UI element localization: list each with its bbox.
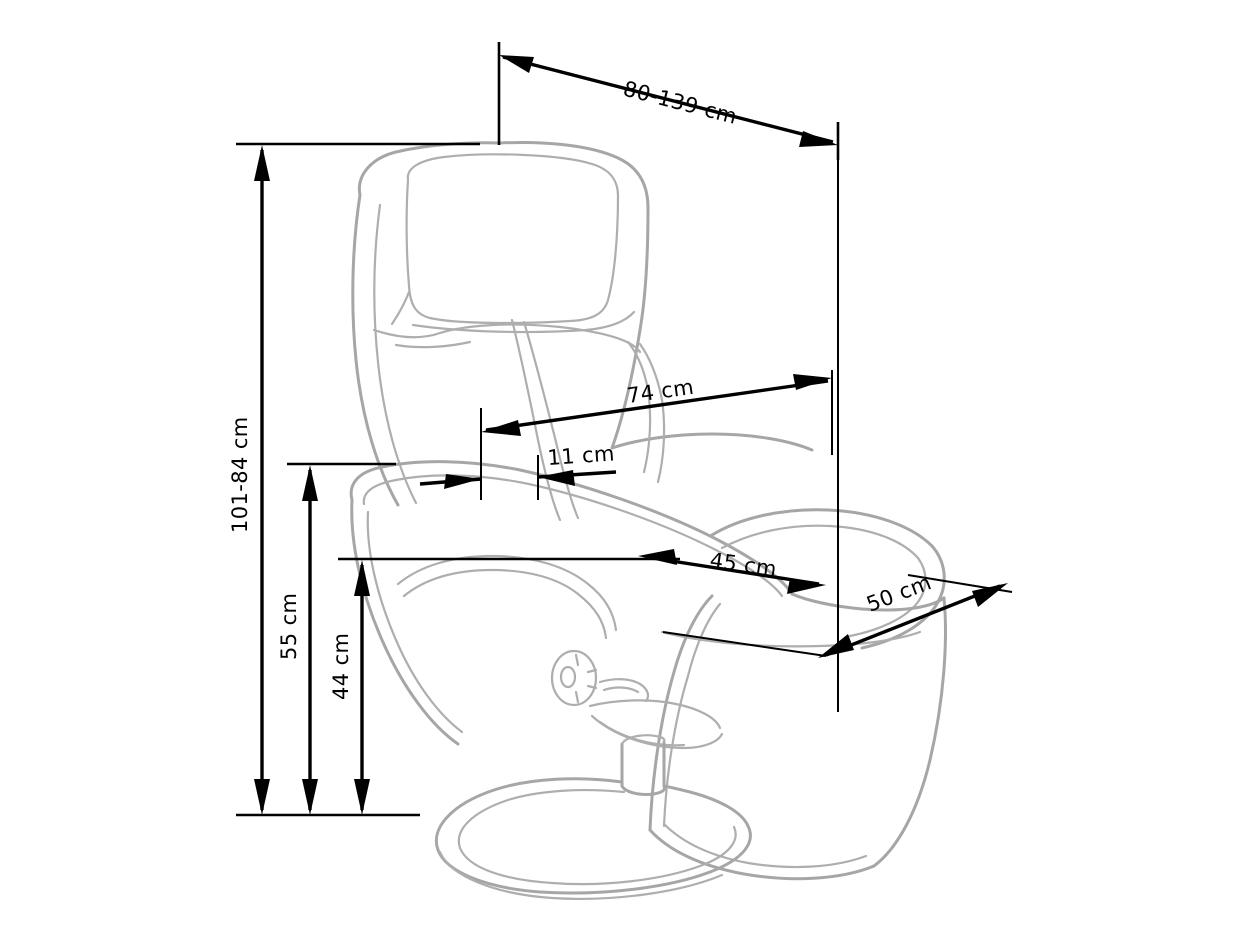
control-knob-spoke-right xyxy=(586,668,598,674)
armrest-height-arrow-top xyxy=(302,465,318,501)
control-knob-spoke-bottom xyxy=(574,690,580,704)
backrest-lumbar-cushion xyxy=(372,323,642,354)
dimension-backrest-height: 74 cm xyxy=(480,370,833,500)
overall-depth-arrow-right xyxy=(799,131,838,147)
dimension-overall-height: 101-84 cm xyxy=(228,142,480,817)
overall-height-label: 101-84 cm xyxy=(228,416,252,533)
overall-depth-dim-line xyxy=(502,55,834,144)
seat-width-arrow-lower-left xyxy=(818,634,854,658)
seat-height-arrow-bottom xyxy=(354,779,370,815)
seat-height-arrow-top xyxy=(354,560,370,596)
seat-width-dim-line xyxy=(825,584,1001,657)
seat-cushion-top-edge xyxy=(710,508,934,548)
backrest-left-inner-edge xyxy=(373,203,418,505)
overall-depth-arrow-left xyxy=(499,55,534,73)
swivel-plate-edge xyxy=(598,720,686,747)
base-column-bottom-ellipse xyxy=(620,784,667,796)
overall-height-arrow-top xyxy=(254,145,270,181)
seat-depth-arrow-right xyxy=(787,578,826,594)
footrest-left-body xyxy=(648,594,714,832)
backrest-center-seam-2 xyxy=(522,320,580,520)
backrest-height-arrow-left xyxy=(481,420,521,436)
backrest-right-inner-seam-2 xyxy=(638,342,666,484)
armrest-top-edge-inner xyxy=(362,474,784,598)
armrest-offset-arrow-inner-left xyxy=(444,474,481,489)
armrest-offset-arrow-inner-right xyxy=(538,470,575,486)
armrest-height-label: 55 cm xyxy=(277,593,301,660)
base-disc-bottom-shadow xyxy=(438,850,724,900)
armrest-outer-side-panel xyxy=(350,498,460,746)
backrest-right-inner-seam xyxy=(626,340,652,474)
backrest-right-outer-lower xyxy=(610,432,814,452)
backrest-lumbar-cushion-lower xyxy=(394,340,472,349)
backrest-height-dim-line xyxy=(485,379,829,432)
recliner-lever-2 xyxy=(602,686,640,694)
armrest-inner-scoop-2 xyxy=(402,568,608,640)
armrest-height-arrow-bottom xyxy=(302,779,318,815)
overall-height-arrow-bottom xyxy=(254,779,270,815)
backrest-headrest-divider xyxy=(411,310,636,334)
seat-depth-arrow-left xyxy=(638,549,677,565)
backrest-right-outer-edge xyxy=(610,206,650,450)
headrest-cushion-outline xyxy=(405,153,620,325)
backrest-height-arrow-right xyxy=(793,374,832,390)
seat-width-arrow-upper-right xyxy=(972,583,1008,607)
footrest-body-outline xyxy=(790,592,946,612)
headrest-top-edge xyxy=(498,141,650,210)
control-knob-inner xyxy=(559,665,577,689)
recliner-lever xyxy=(598,678,650,703)
seat-cushion-inner-seam xyxy=(720,524,920,560)
chair-illustration xyxy=(349,141,947,900)
seat-width-ext-lower xyxy=(662,631,827,657)
footrest-bottom-edge xyxy=(648,828,876,881)
control-knob-spoke-top xyxy=(574,653,580,667)
control-knob-outer xyxy=(550,649,598,707)
dimension-armrest-height: 55 cm xyxy=(277,462,396,815)
swivel-plate-top xyxy=(588,699,722,730)
seat-height-label: 44 cm xyxy=(329,633,353,700)
base-column-top-ellipse xyxy=(620,734,666,746)
control-knob-spoke-right-lower xyxy=(586,684,598,690)
armrest-offset-label: 11 cm xyxy=(547,441,616,470)
footrest-right-body xyxy=(872,596,947,868)
backrest-upper-seam xyxy=(390,290,411,326)
seat-cushion-inner-seam-2 xyxy=(848,556,927,638)
dimension-seat-height: 44 cm xyxy=(329,557,680,815)
base-disc-inner-rim xyxy=(457,789,737,886)
backrest-center-seam xyxy=(510,318,562,522)
armrest-outer-side-panel-inner xyxy=(366,510,464,734)
base-disc-top-outline xyxy=(435,777,752,895)
dimension-armrest-offset: 11 cm xyxy=(419,441,617,500)
footrest-bottom-edge-inner xyxy=(662,822,868,869)
